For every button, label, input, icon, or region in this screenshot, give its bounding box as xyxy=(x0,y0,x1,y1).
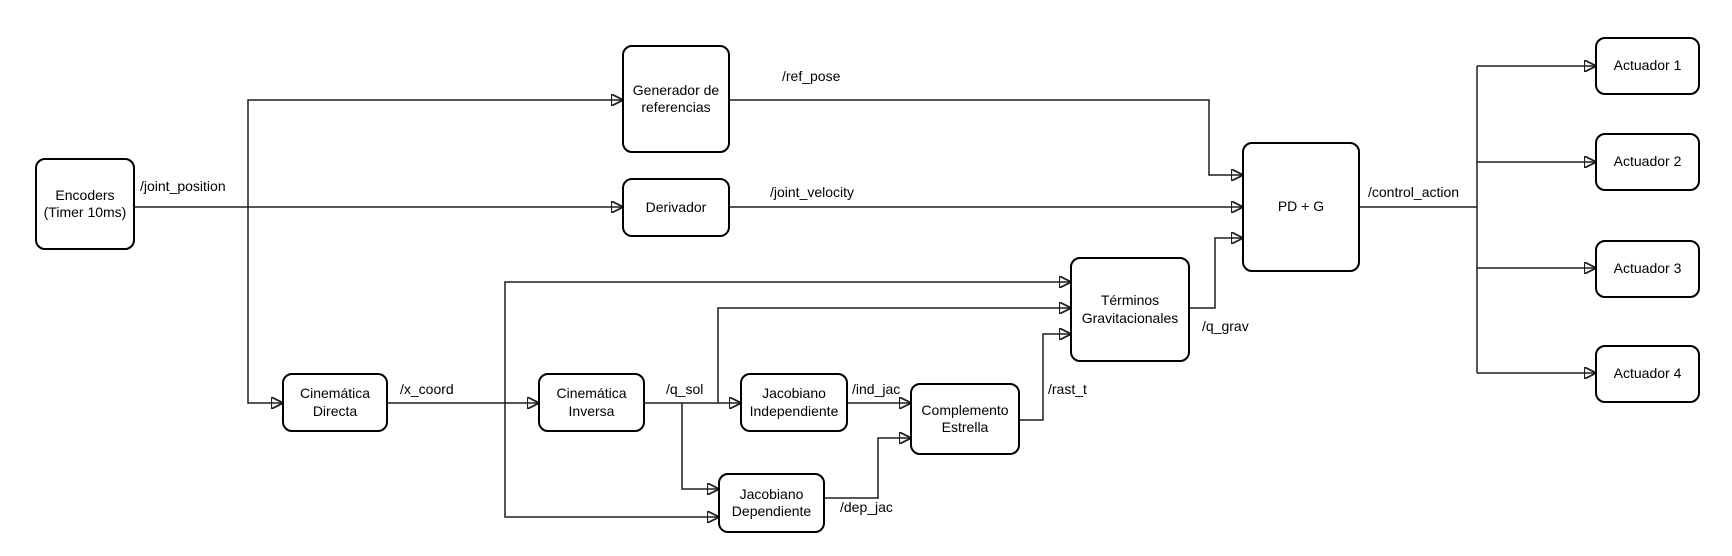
node-jacobiano-dependiente: Jacobiano Dependiente xyxy=(718,473,825,533)
signal-label-joint-position: /joint_position xyxy=(140,178,226,194)
node-encoders: Encoders (Timer 10ms) xyxy=(35,158,135,250)
node-encoders-label: Encoders (Timer 10ms) xyxy=(43,186,127,221)
node-jacobiano-independiente-label: Jacobiano Independiente xyxy=(749,385,839,419)
signal-label-dep-jac: /dep_jac xyxy=(840,499,893,515)
signal-label-joint-velocity: /joint_velocity xyxy=(770,184,855,200)
node-actuador-4-label: Actuador 4 xyxy=(1613,365,1682,382)
edge-dep-jac xyxy=(825,438,910,499)
edge-q-grav xyxy=(1190,238,1242,309)
node-generador-referencias-label: Generador de referencias xyxy=(632,81,720,116)
edge-ref-pose xyxy=(730,99,1242,175)
signal-label-q-grav: /q_grav xyxy=(1202,318,1249,334)
edge-q-sol-up xyxy=(717,308,1070,403)
signal-label-x-coord: /x_coord xyxy=(400,381,454,397)
node-actuador-3: Actuador 3 xyxy=(1595,240,1700,298)
node-terminos-gravitacionales: Términos Gravitacionales xyxy=(1070,257,1190,362)
node-pd-g-label: PD + G xyxy=(1277,198,1325,215)
node-actuador-2: Actuador 2 xyxy=(1595,133,1700,191)
edge-rast-t xyxy=(1020,334,1070,421)
node-jacobiano-dependiente-label: Jacobiano Dependiente xyxy=(731,485,812,520)
signal-label-control-action: /control_action xyxy=(1368,184,1460,200)
node-cinematica-inversa: Cinemática Inversa xyxy=(538,373,645,432)
node-derivador: Derivador xyxy=(622,178,730,237)
signal-label-ref-pose: /ref_pose xyxy=(782,68,841,84)
node-actuador-4: Actuador 4 xyxy=(1595,345,1700,403)
node-generador-referencias: Generador de referencias xyxy=(622,45,730,153)
signal-label-rast-t: /rast_t xyxy=(1048,381,1087,397)
edge-x-coord-up xyxy=(504,282,1070,403)
edge-joint-position-up xyxy=(247,100,622,207)
node-pd-g: PD + G xyxy=(1242,142,1360,272)
node-actuador-1: Actuador 1 xyxy=(1595,37,1700,95)
node-cinematica-directa: Cinemática Directa xyxy=(282,373,388,432)
node-cinematica-directa-label: Cinemática Directa xyxy=(299,385,371,419)
node-derivador-label: Derivador xyxy=(645,198,707,215)
signal-label-q-sol: /q_sol xyxy=(666,381,704,397)
node-actuador-2-label: Actuador 2 xyxy=(1613,153,1682,170)
edge-x-coord-down xyxy=(504,403,718,517)
node-actuador-1-label: Actuador 1 xyxy=(1613,57,1682,74)
node-complemento-estrella: Complemento Estrella xyxy=(910,383,1020,455)
signal-label-ind-jac: /ind_jac xyxy=(852,381,901,397)
node-jacobiano-independiente: Jacobiano Independiente xyxy=(740,373,848,432)
node-cinematica-inversa-label: Cinemática Inversa xyxy=(556,385,627,419)
edge-joint-position-down xyxy=(247,207,282,403)
node-complemento-estrella-label: Complemento Estrella xyxy=(921,401,1009,436)
node-terminos-gravitacionales-label: Términos Gravitacionales xyxy=(1081,292,1179,326)
node-actuador-3-label: Actuador 3 xyxy=(1613,260,1682,277)
edge-q-sol-down xyxy=(681,403,718,489)
